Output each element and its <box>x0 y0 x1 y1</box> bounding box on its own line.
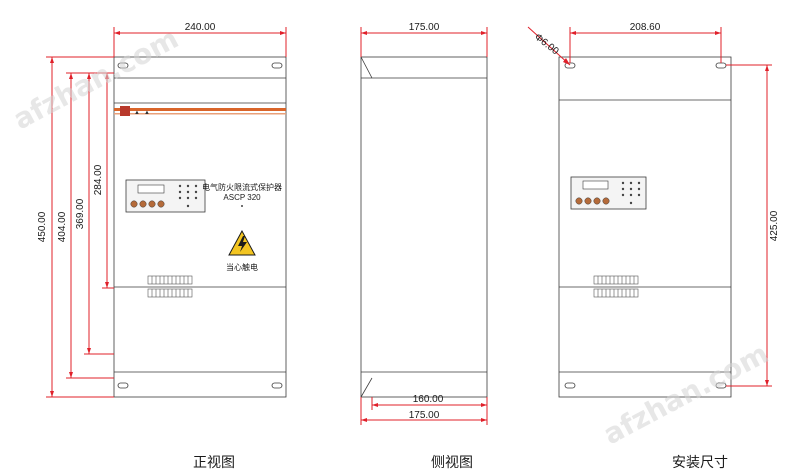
terminal-block <box>147 275 193 298</box>
svg-text:▲: ▲ <box>134 110 140 116</box>
lcd-display <box>137 184 165 194</box>
svg-text:240.00: 240.00 <box>185 22 216 33</box>
install-control-panel <box>570 176 647 210</box>
install-view: Φ6.00 208.60 425.00 <box>527 22 780 398</box>
svg-text:Φ6.00: Φ6.00 <box>532 32 561 58</box>
front-body-outline <box>113 56 287 398</box>
dim-side-bottom-175: 175.00 <box>360 397 487 425</box>
mount-hole <box>564 62 576 69</box>
mount-hole <box>564 382 576 389</box>
dim-side-top-175: 175.00 <box>360 22 488 57</box>
svg-text:175.00: 175.00 <box>409 22 440 33</box>
svg-text:284.00: 284.00 <box>93 164 104 195</box>
side-view: 175.00 160.00 175.00 <box>360 22 488 425</box>
svg-text:450.00: 450.00 <box>37 211 48 242</box>
watermark: afzhan.com <box>8 22 184 136</box>
brand-logo <box>120 106 130 116</box>
svg-text:425.00: 425.00 <box>769 210 780 241</box>
brand-stripe <box>114 108 286 111</box>
install-view-caption: 安装尺寸 <box>672 455 728 471</box>
warning-text: 当心触电 <box>226 262 258 272</box>
lightning-bolt-icon <box>238 236 247 252</box>
watermark: afzhan.com <box>598 337 774 451</box>
front-view: ▲ ▲ 电气防火限流式保护器 ASCP 320 当心触电 <box>37 22 287 398</box>
dim-install-height: 425.00 <box>726 64 780 387</box>
mount-slot <box>117 62 129 69</box>
product-model: ASCP 320 <box>223 193 261 202</box>
indicator-leds <box>178 184 198 208</box>
dim-369: 369.00 <box>75 72 114 355</box>
mount-slot <box>271 382 283 389</box>
dim-450: 450.00 <box>37 56 114 398</box>
svg-text:▲: ▲ <box>144 110 150 116</box>
side-view-caption: 侧视图 <box>431 455 473 471</box>
svg-text:160.00: 160.00 <box>413 394 444 405</box>
dim-hole-diameter: Φ6.00 <box>527 26 571 66</box>
mount-slot <box>271 62 283 69</box>
dim-hole-spacing: 208.60 <box>569 22 722 63</box>
dim-width-240: 240.00 <box>113 22 287 57</box>
side-body-outline <box>360 56 488 398</box>
install-terminal-block <box>593 275 639 298</box>
front-view-caption: 正视图 <box>193 455 235 471</box>
install-body-outline <box>558 56 732 398</box>
mount-slot <box>117 382 129 389</box>
product-title: 电气防火限流式保护器 <box>202 182 282 192</box>
panel-buttons <box>130 200 165 208</box>
svg-text:208.60: 208.60 <box>630 22 661 33</box>
svg-text:175.00: 175.00 <box>409 410 440 421</box>
svg-text:369.00: 369.00 <box>75 198 86 229</box>
dim-284: 284.00 <box>93 72 114 289</box>
svg-text:404.00: 404.00 <box>57 211 68 242</box>
mount-hole <box>715 62 727 69</box>
